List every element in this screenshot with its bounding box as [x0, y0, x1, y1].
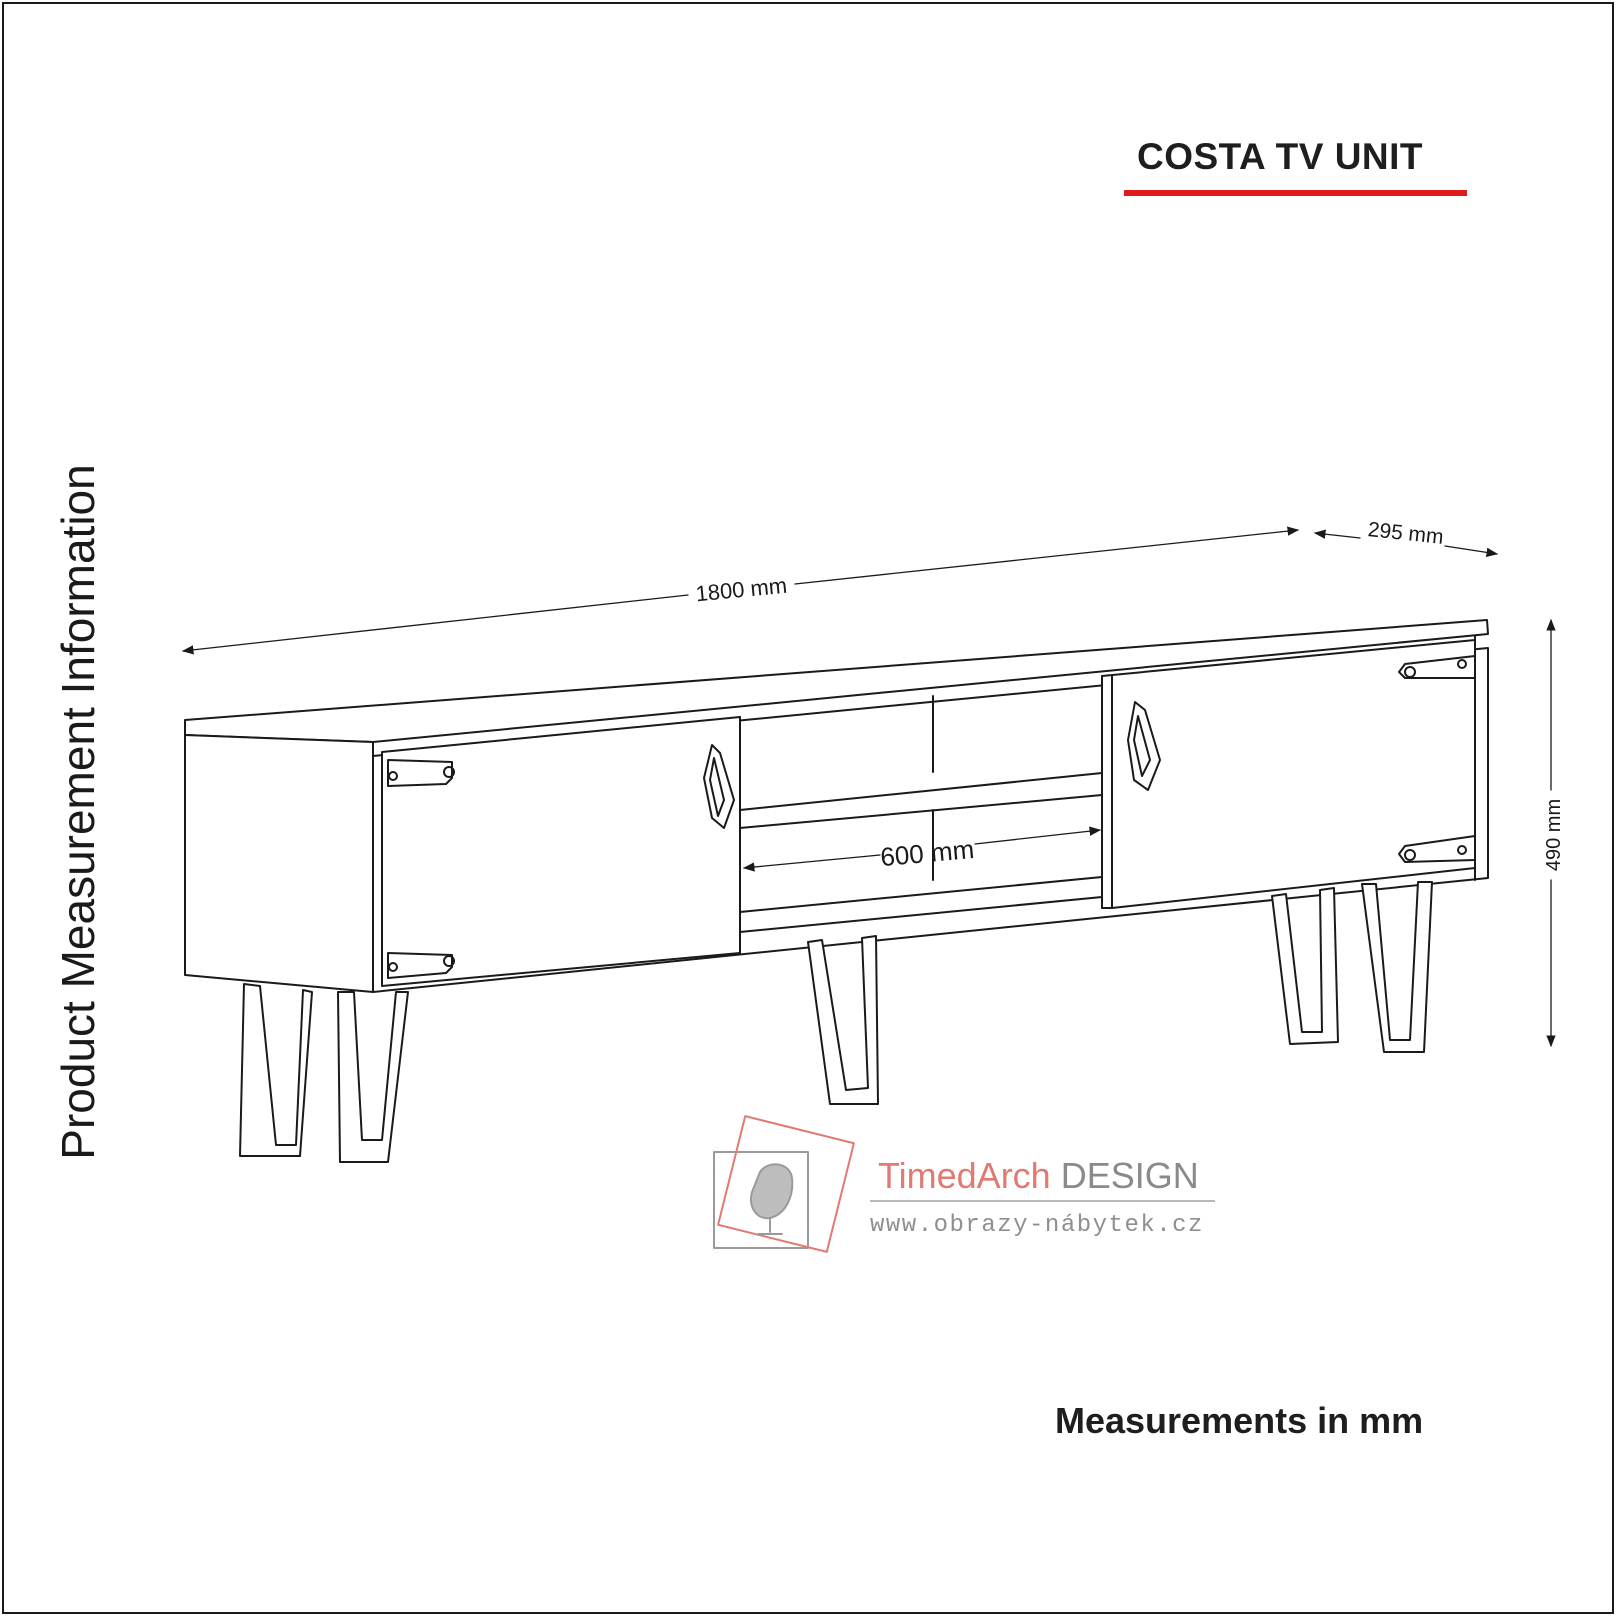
width-label: 1800 mm	[694, 573, 788, 607]
watermark-url: www.obrazy-nábytek.cz	[870, 1212, 1204, 1239]
dimension-labels: 1800 mm 295 mm 490 mm 600 mm	[694, 518, 1565, 872]
measurements-note: Measurements in mm	[1055, 1400, 1424, 1441]
product-title: COSTA TV UNIT	[1136, 136, 1424, 177]
depth-label: 295 mm	[1367, 518, 1445, 549]
watermark-logo	[713, 1115, 855, 1253]
egg-chair-icon	[750, 1163, 794, 1220]
cabinet-body	[184, 635, 1489, 993]
right-door	[1101, 639, 1476, 909]
watermark-divider	[870, 1200, 1215, 1202]
left-door	[381, 716, 741, 987]
shelf-width-label: 600 mm	[879, 834, 975, 872]
height-label: 490 mm	[1543, 799, 1565, 871]
legs	[239, 881, 1433, 1163]
watermark-brand: TimedArch DESIGN	[878, 1155, 1199, 1197]
watermark-brand-part2: DESIGN	[1050, 1155, 1199, 1196]
dimension-lines	[181, 526, 1556, 1048]
watermark-brand-part1: TimedArch	[878, 1155, 1051, 1196]
open-shelf	[739, 695, 1103, 954]
title-underline	[1124, 190, 1467, 196]
